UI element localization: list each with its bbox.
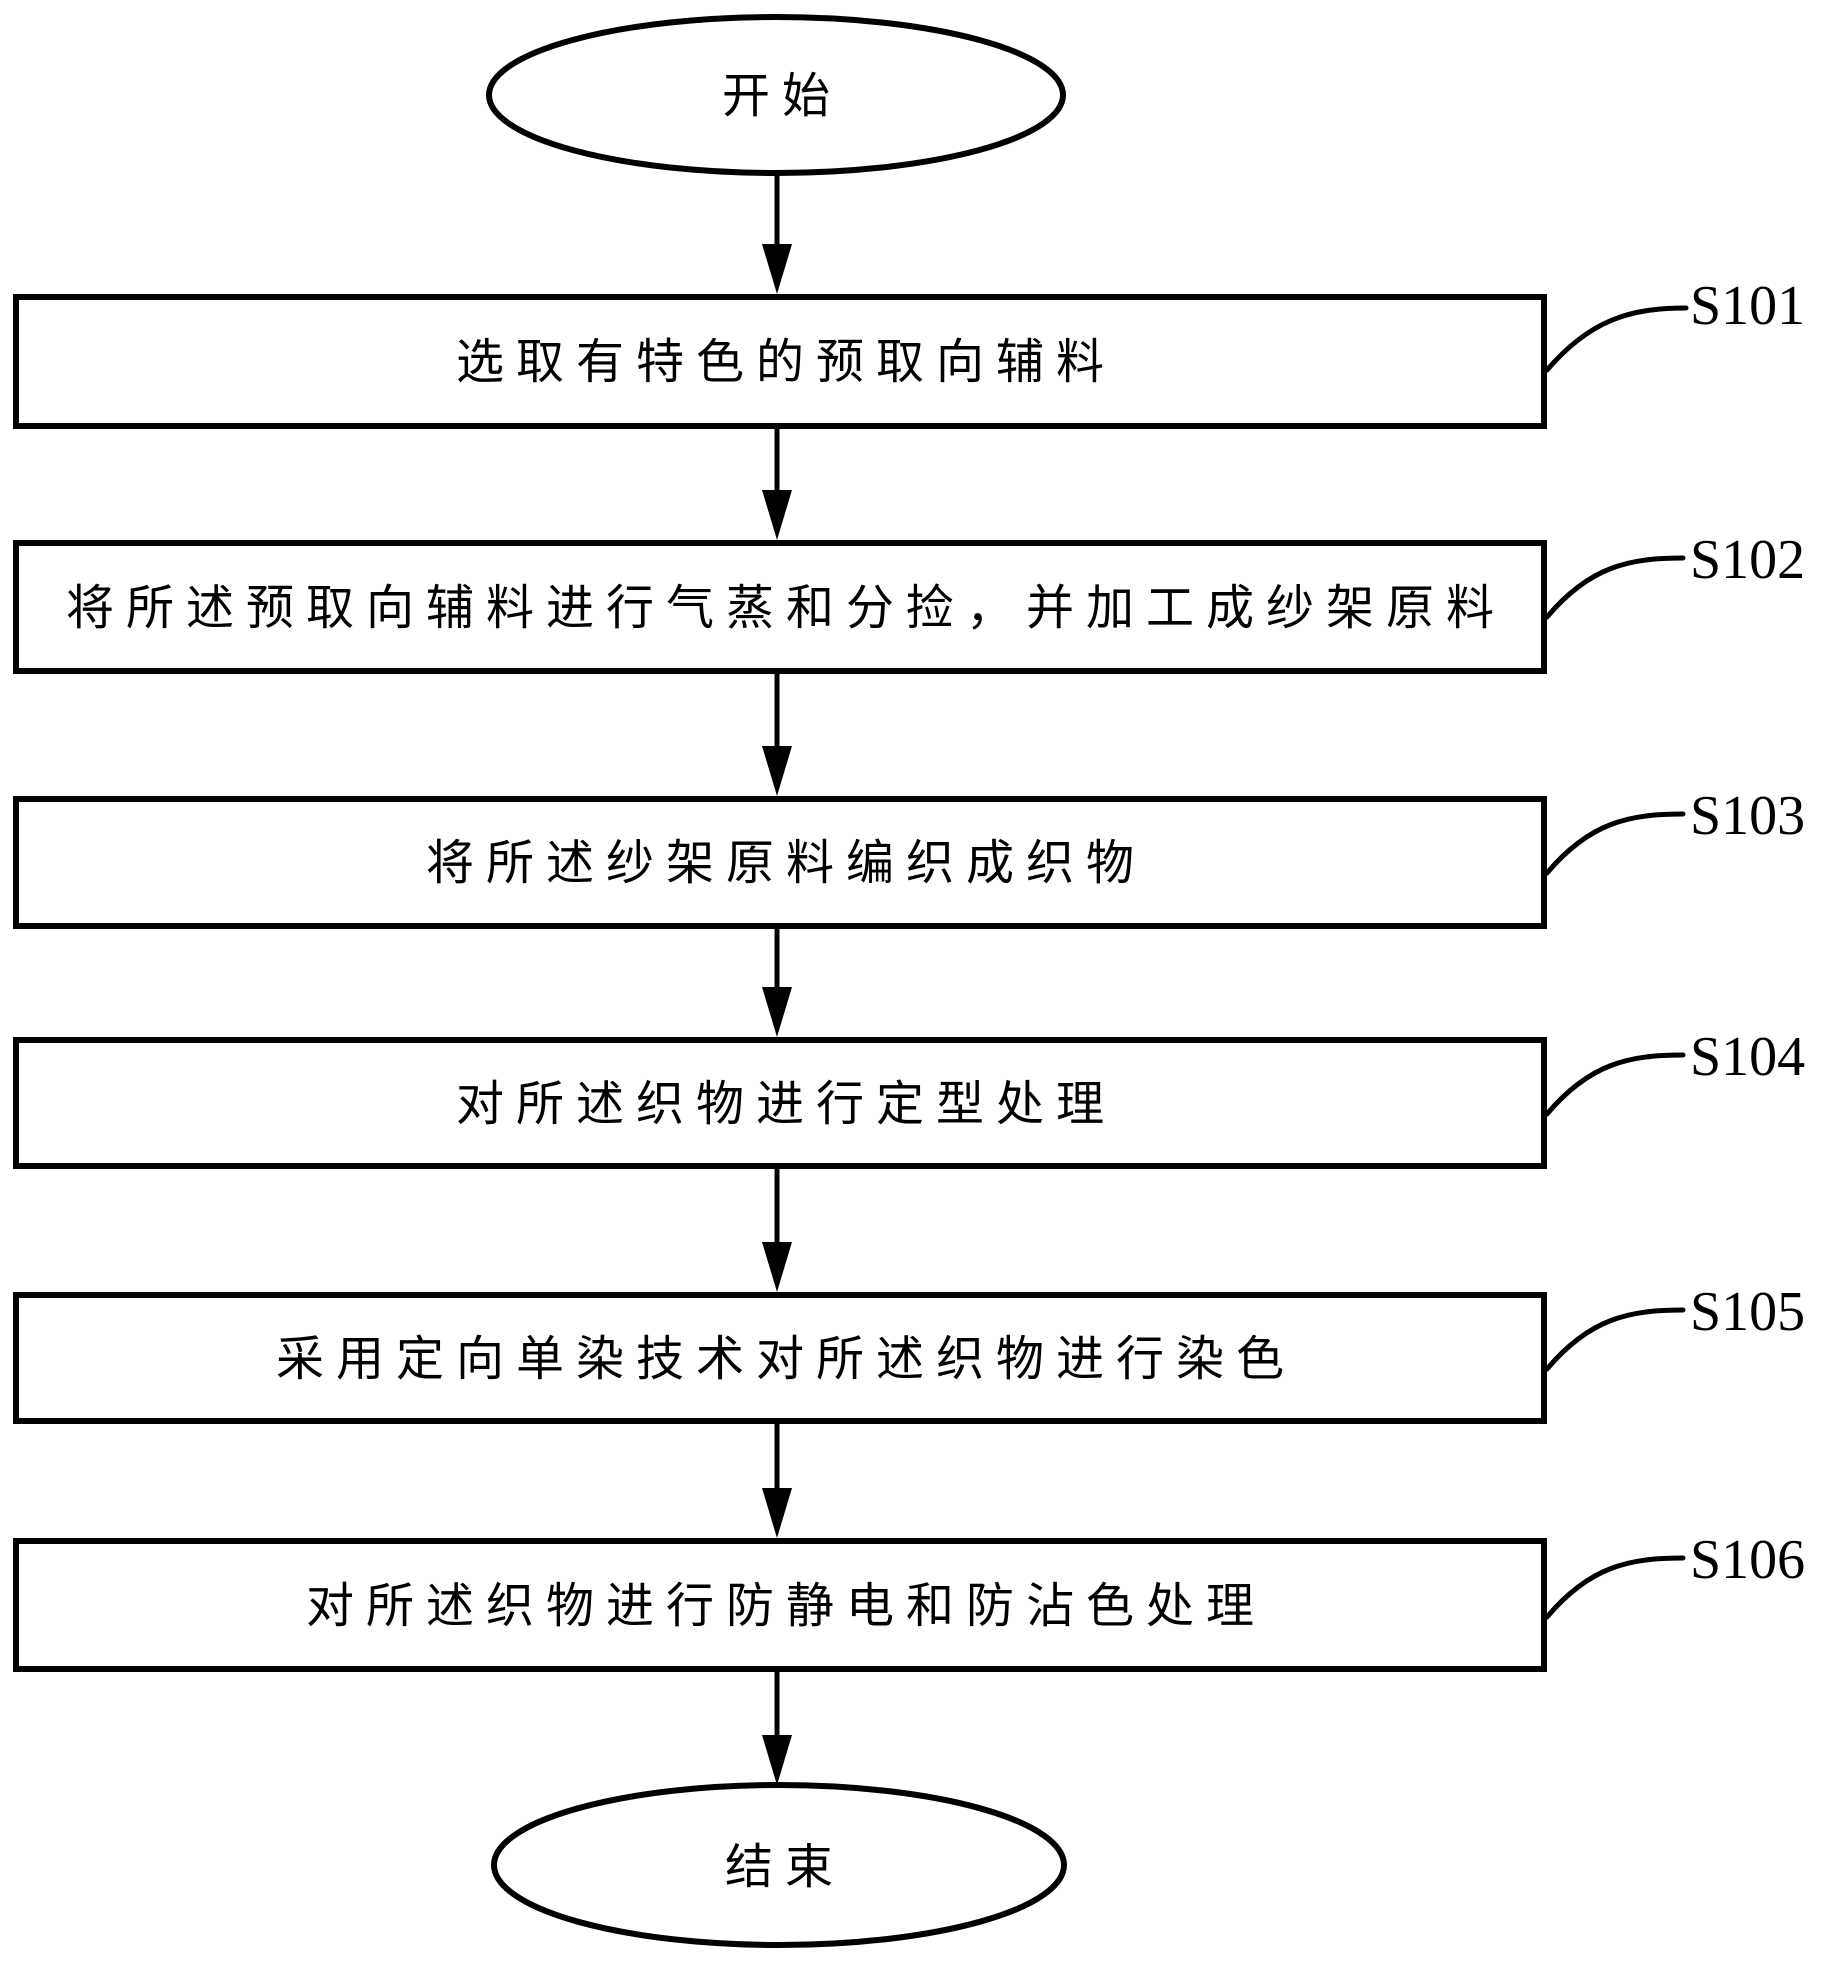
step-box (13, 1037, 1547, 1169)
step-label: S103 (1690, 785, 1805, 847)
step-text: 对所述织物进行防静电和防沾色处理 (306, 1578, 1266, 1634)
step-s106: 对所述织物进行防静电和防沾色处理 S106 (13, 1529, 1805, 1672)
step-s104: 对所述织物进行定型处理 S104 (13, 1026, 1805, 1169)
step-s105: 采用定向单染技术对所述织物进行染色 S105 (13, 1281, 1805, 1424)
step-text: 将所述预取向辅料进行气蒸和分捡，并加工成纱架原料 (66, 580, 1506, 636)
arrow-head-icon (762, 490, 792, 540)
leader-line (1544, 1307, 1686, 1372)
end-ellipse (491, 1782, 1067, 1948)
leader-line (1544, 305, 1689, 373)
arrow-head-icon (762, 987, 792, 1037)
step-text: 将所述纱架原料编织成织物 (426, 835, 1146, 891)
connector-arrow (762, 1669, 792, 1785)
step-box (13, 1292, 1547, 1424)
steps: 选取有特色的预取向辅料 S101 将所述预取向辅料进行气蒸和分捡，并加工成纱架原… (13, 275, 1805, 1672)
end-node: 结束 (491, 1782, 1067, 1948)
step-label: S106 (1690, 1529, 1805, 1591)
arrow-head-icon (762, 1488, 792, 1538)
arrow-head-icon (762, 746, 792, 796)
step-label: S105 (1690, 1281, 1805, 1343)
connector-arrow (762, 426, 792, 540)
leader-line (1544, 811, 1686, 876)
arrow-head-icon (762, 1735, 792, 1785)
step-label: S102 (1690, 529, 1805, 591)
step-label: S104 (1690, 1026, 1805, 1088)
step-box (13, 796, 1547, 929)
step-box (13, 1538, 1547, 1672)
step-box (13, 294, 1547, 429)
connectors (762, 173, 792, 1785)
step-label: S101 (1690, 275, 1805, 337)
connector-arrow (762, 1421, 792, 1538)
step-s102: 将所述预取向辅料进行气蒸和分捡，并加工成纱架原料 S102 (13, 529, 1805, 674)
step-text: 选取有特色的预取向辅料 (456, 334, 1116, 390)
leader-line (1544, 1555, 1686, 1620)
connector-arrow (762, 1166, 792, 1292)
leader-line (1544, 1052, 1686, 1117)
start-label: 开始 (722, 68, 842, 124)
arrow-head-icon (762, 244, 792, 294)
step-text: 采用定向单染技术对所述织物进行染色 (276, 1331, 1296, 1387)
step-box (13, 540, 1547, 674)
step-s101: 选取有特色的预取向辅料 S101 (13, 275, 1805, 429)
connector-arrow (762, 671, 792, 796)
start-node: 开始 (486, 14, 1066, 176)
leader-line (1544, 555, 1686, 620)
end-label: 结束 (725, 1839, 845, 1895)
arrow-head-icon (762, 1242, 792, 1292)
connector-arrow (762, 926, 792, 1037)
step-s103: 将所述纱架原料编织成织物 S103 (13, 785, 1805, 929)
step-text: 对所述织物进行定型处理 (456, 1076, 1116, 1132)
connector-arrow (762, 173, 792, 294)
